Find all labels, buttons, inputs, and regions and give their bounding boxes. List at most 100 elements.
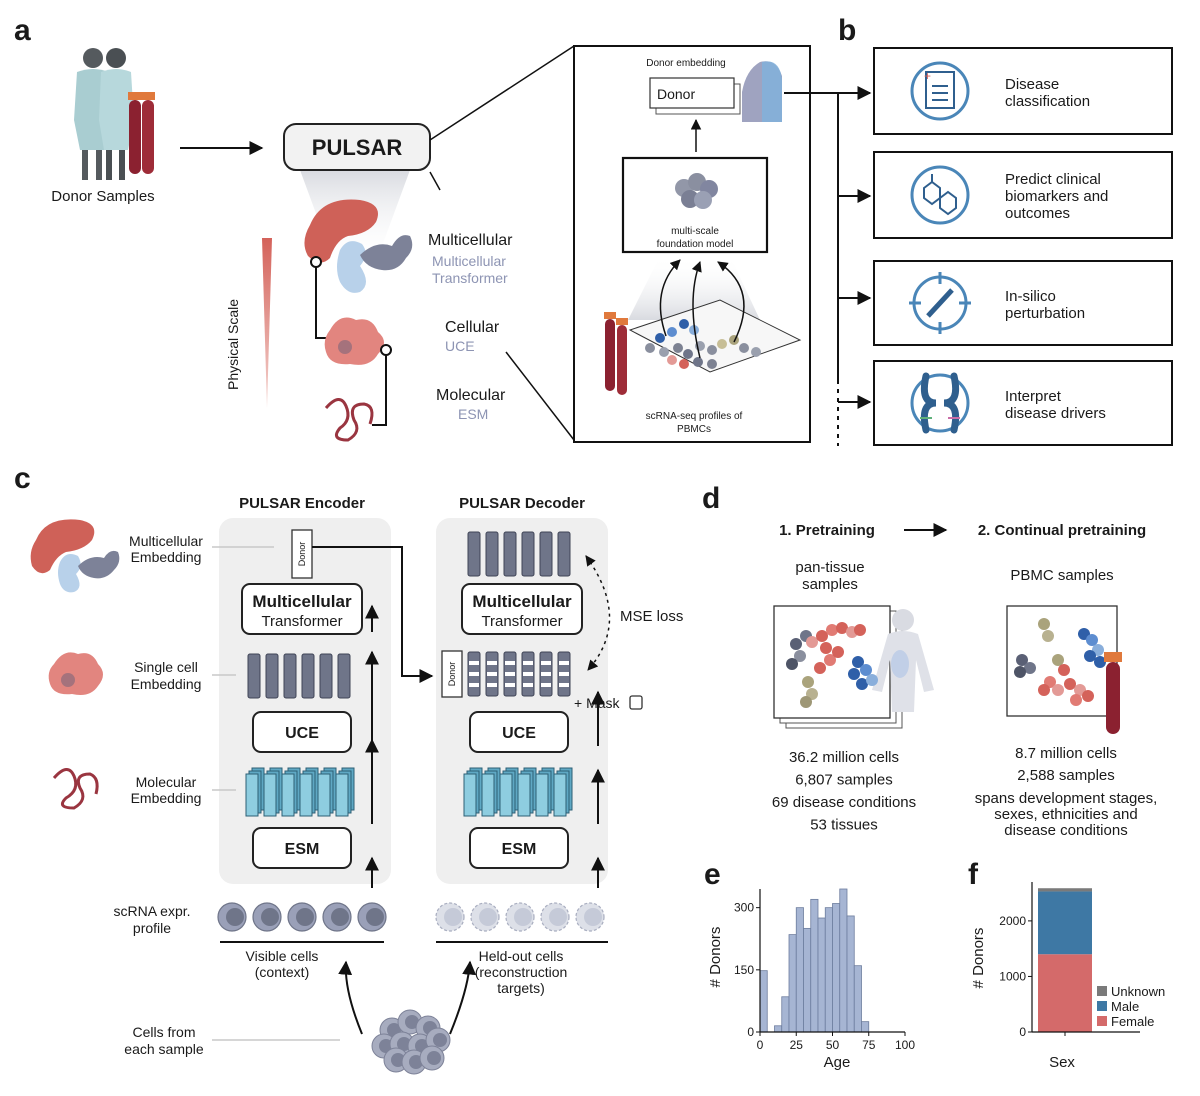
cell-token [557,531,571,577]
panel-label-f: f [968,858,979,891]
panel-label-e: e [704,858,721,891]
cells-from-label-1: Cells from [132,1024,195,1040]
mask-stripe [505,672,515,676]
embedding-dot [794,650,806,662]
decoder-mt-line2: Transformer [481,613,562,630]
mask-stripe [523,683,533,687]
histogram-bar [781,996,790,1033]
mask-stripe [469,672,479,676]
encoder-esm-block[interactable]: ESM [252,827,352,869]
mask-stripe [505,683,515,687]
decoder-uce-block[interactable]: UCE [469,711,569,753]
cell-token [337,653,351,699]
heldout-cells-label-1: Held-out cells [479,948,564,964]
decoder-title: PULSAR Decoder [459,495,585,512]
inset-blood-tube-icon [604,312,628,395]
encoder-title: PULSAR Encoder [239,495,365,512]
physical-scale-wedge [262,238,272,408]
hist-x-tick-label: 100 [895,1038,915,1052]
protein-token [263,773,277,817]
embedding-dot [814,662,826,674]
histogram-bar [810,898,819,1033]
panel-label-a: a [14,14,31,47]
scrna-profile-label-1: scRNA expr. [113,903,190,919]
encoder-mt-block[interactable]: Multicellular Transformer [241,583,363,635]
heldout-cells-row [435,902,605,932]
embedding-dot [836,622,848,634]
cell-token [301,653,315,699]
decoder-protein-stacks [463,767,573,817]
histogram-bar [861,1021,870,1033]
protein-token [553,773,567,817]
foundation-model-box[interactable]: multi-scale foundation model [621,156,769,254]
pbmc-blood-tube-icon [1104,652,1122,734]
zoom-line-top [429,45,575,141]
cells-from-label-2: each sample [124,1041,204,1057]
stat-line: 53 tissues [810,817,878,834]
sample-to-visible-arrow [338,960,363,1035]
task-card-interpret-drivers[interactable]: Interpret disease drivers [873,360,1173,446]
cell-token [467,531,481,577]
histogram-bar [853,965,862,1033]
encoder-uce-label: UCE [285,725,319,742]
sex-xlabel: Sex [1049,1054,1075,1071]
sc-emb-label-1: Single cell [134,659,198,675]
task-card-in-silico-perturbation[interactable]: In-silico perturbation [873,260,1173,346]
cluster-nucleus [433,1033,447,1047]
hist-ylabel: # Donors [707,927,724,988]
pulsar-box[interactable]: PULSAR [283,123,431,171]
encoder-mt-line2: Transformer [261,613,342,630]
mask-stripe [559,683,569,687]
cell-nucleus [261,908,279,926]
encoder-donor-label: Donor [297,542,307,567]
decoder-masked-tokens [467,651,571,697]
encoder-uce-block[interactable]: UCE [252,711,352,753]
cell-nucleus [366,908,384,926]
mol-emb-label-2: Embedding [131,790,202,806]
embedding-dot [1038,618,1050,630]
decoder-mt-block[interactable]: Multicellular Transformer [461,583,583,635]
embedding-dot [848,668,860,680]
multicellular-blob-icon [304,199,413,293]
mol-emb-label-1: Molecular [136,774,197,790]
inset-arrow-1 [659,259,681,337]
embedding-dot [786,658,798,670]
mask-box-icon [629,695,643,710]
pan-tissue-dots [786,622,878,708]
legend-swatch [1097,1016,1107,1026]
histogram-bar [803,927,812,1033]
document-icon: + [910,61,970,121]
protein-token [317,773,331,817]
embedding-dot [806,636,818,648]
decoder-esm-label: ESM [502,841,537,858]
task-4-line2: disease drivers [1005,405,1106,422]
crispr-target-icon [909,272,971,334]
cell-token [503,531,517,577]
embedding-dot [1086,634,1098,646]
embedding-dot [1094,656,1106,668]
panel-label-d: d [702,482,720,515]
sex-ylabel: # Donors [970,928,987,989]
molecular-emb-icon [52,768,99,810]
embedding-dot [802,676,814,688]
cell-nucleus [331,908,349,926]
cluster-nucleus [391,1053,405,1067]
heldout-cells-label-3: targets) [497,980,544,996]
svg-text:+: + [924,69,931,83]
task-card-predict-biomarkers[interactable]: Predict clinical biomarkers and outcomes [873,151,1173,239]
embedding-dot [852,656,864,668]
sample-to-heldout-arrow [449,960,477,1035]
protein-token [499,773,513,817]
task-card-disease-classification[interactable]: + Disease classification [873,47,1173,135]
blood-tube-icon [128,92,155,174]
mc-embedding-blob-icon [30,519,120,593]
hist-x-tick-label: 50 [826,1038,840,1052]
decoder-esm-block[interactable]: ESM [469,827,569,869]
mask-stripe [541,672,551,676]
molecule-structure-icon [910,165,970,225]
histogram-bar [824,907,833,1033]
encoder-cell-tokens [247,653,351,699]
single-cell-blob-icon [48,652,103,695]
histogram-bar [846,915,855,1033]
